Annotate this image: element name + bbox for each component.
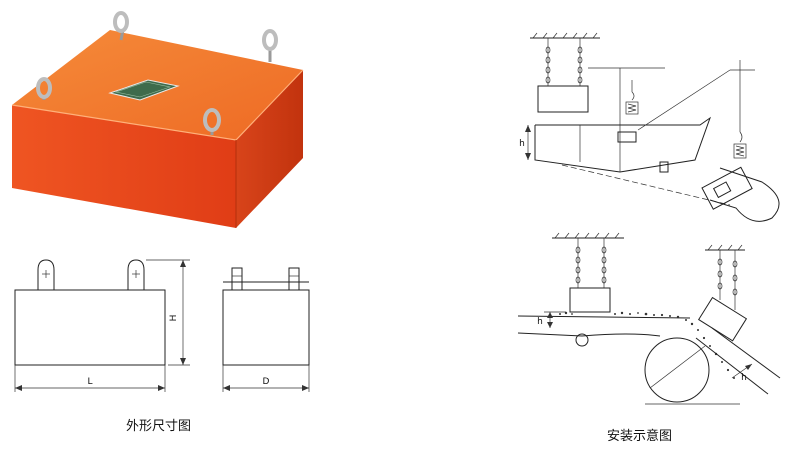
suspended-magnet xyxy=(569,287,611,313)
material-particles xyxy=(559,311,735,379)
gap-dimension-lower: h xyxy=(537,311,566,328)
gap-dimension-inclined: h xyxy=(731,363,753,383)
lifting-lug-icon xyxy=(37,259,55,290)
front-view-body xyxy=(14,289,166,366)
lifting-lug-icon xyxy=(127,259,145,290)
side-view-body xyxy=(222,289,310,366)
depth-label: D xyxy=(263,377,270,387)
installation-upper-svg: h xyxy=(519,32,780,222)
chain-icon xyxy=(601,238,607,288)
installation-lower-svg: h h xyxy=(517,232,781,405)
nameplate xyxy=(108,79,180,101)
installation-drawing-caption: 安装示意图 xyxy=(607,429,673,444)
lifting-eye-icon xyxy=(36,77,52,100)
lifting-eye-icon xyxy=(203,108,221,135)
length-label: L xyxy=(87,377,92,387)
gap-label-upper: h xyxy=(519,139,525,149)
lifting-eye-icon xyxy=(113,11,129,41)
chute xyxy=(534,116,711,173)
magnet-side-face xyxy=(236,70,303,228)
lifting-eye-icon xyxy=(262,29,278,62)
chain-icon xyxy=(575,238,581,288)
inclined-magnet xyxy=(697,296,748,342)
spring-icon xyxy=(733,131,747,159)
installation-diagram-lower: h h xyxy=(500,228,800,418)
conveyor-belt xyxy=(517,315,691,319)
chain-icon xyxy=(577,38,583,86)
inclined-magnet xyxy=(701,166,753,210)
height-dimension: H xyxy=(146,259,190,366)
idler-roller xyxy=(575,333,589,347)
outline-drawing-caption: 外形尺寸图 xyxy=(126,419,192,434)
installation-diagram-upper: h xyxy=(500,30,800,230)
gap-label-inclined: h xyxy=(741,373,747,383)
outline-drawing-svg: H L D xyxy=(14,259,310,392)
chain-icon xyxy=(717,250,723,300)
chain-icon xyxy=(732,250,738,310)
head-pulley xyxy=(644,337,710,403)
chain-icon xyxy=(545,38,551,86)
length-dimension: L xyxy=(14,365,166,392)
gap-dimension-upper: h xyxy=(519,125,531,160)
suspended-magnet xyxy=(537,85,589,113)
outline-dimension-drawing: H L D xyxy=(0,250,330,400)
magnet-front-face xyxy=(12,105,236,228)
gap-label-lower: h xyxy=(537,317,543,327)
depth-dimension: D xyxy=(222,365,310,392)
magnet-photo-drawing xyxy=(11,11,304,228)
spring-icon xyxy=(625,80,639,115)
product-photo xyxy=(0,0,320,235)
height-label: H xyxy=(169,315,179,322)
belt-loop xyxy=(709,167,780,222)
